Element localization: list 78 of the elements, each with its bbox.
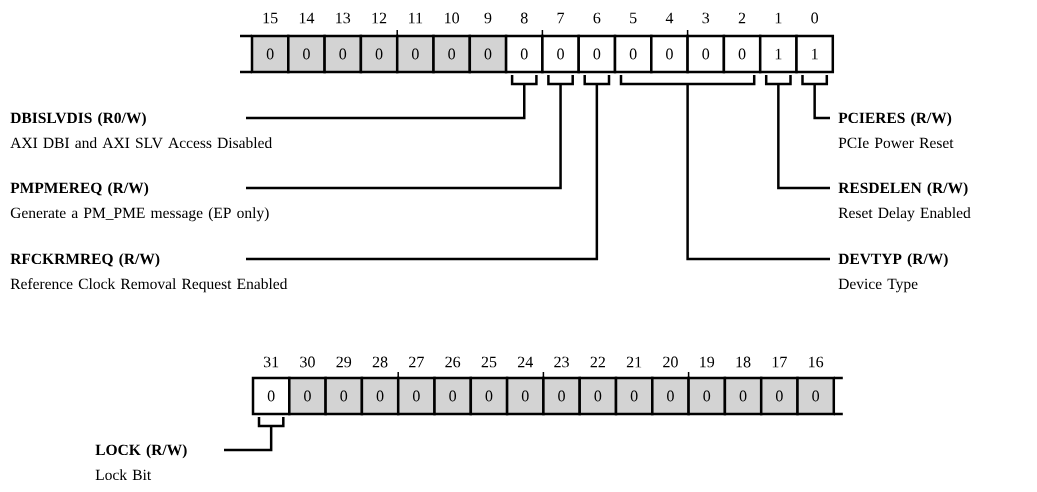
bit-number: 10 (445, 12, 460, 24)
bit-number: 22 (590, 356, 605, 368)
field-label: LOCK (R/W) Lock Bit (95, 444, 187, 481)
field-label: PMPMEREQ (R/W) Generate a PM_PME message (EP only) (10, 182, 269, 222)
leader-line (801, 73, 832, 120)
bit-cell: 0 (505, 376, 545, 416)
leader-line (244, 73, 574, 190)
bit-cell: 0 (796, 376, 836, 416)
bit-cell: 0 (433, 376, 473, 416)
leader-line (764, 73, 832, 190)
bit-number: 12 (372, 12, 387, 24)
bit-cell: 0 (687, 376, 727, 416)
bit-cell: 0 (395, 34, 435, 74)
bit-cell: 0 (613, 34, 653, 74)
bit-number: 25 (481, 356, 497, 368)
bit-cell: 0 (723, 376, 763, 416)
bit-cell: 0 (468, 34, 508, 74)
bit-cell: 0 (504, 34, 544, 74)
bit-number: 5 (630, 12, 637, 24)
bit-cell: 0 (614, 376, 654, 416)
bit-cell: 0 (577, 34, 617, 74)
bit-cell: 0 (541, 34, 580, 74)
bit-cell: 0 (432, 34, 472, 74)
bit-number: 19 (700, 356, 715, 368)
bit-cell: 0 (323, 34, 363, 74)
bit-cell: 0 (250, 34, 290, 74)
bit-number: 26 (445, 356, 461, 368)
bit-cell: 0 (542, 376, 581, 416)
bit-number: 18 (736, 356, 751, 368)
bit-number: 2 (738, 12, 746, 24)
bit-number: 9 (484, 12, 492, 24)
bit-number: 0 (811, 12, 819, 24)
field-label: DEVTYP (R/W) Device Type (838, 253, 948, 293)
bit-number: 1 (775, 12, 782, 24)
bit-number: 8 (520, 12, 528, 24)
bit-number: 14 (299, 12, 315, 24)
bit-number: 30 (300, 356, 315, 368)
bit-number: 16 (809, 356, 824, 368)
field-label: DBISLVDIS (R0/W) AXI DBI and AXI SLV Access Disabled (10, 112, 272, 149)
bit-number: 20 (663, 356, 678, 368)
bit-number: 27 (409, 356, 424, 368)
bit-cell: 0 (686, 34, 726, 74)
leader-line (619, 73, 832, 261)
bit-number: 7 (557, 12, 565, 24)
bit-cell: 1 (758, 34, 798, 74)
bit-number: 6 (593, 12, 601, 24)
bit-cell: 0 (759, 376, 799, 416)
bit-number: 31 (263, 356, 279, 368)
bit-cell: 0 (722, 34, 762, 74)
bit-number: 24 (517, 356, 533, 368)
bit-cell: 0 (396, 376, 436, 416)
bit-cell: 0 (324, 376, 364, 416)
bit-cell: 0 (359, 34, 399, 74)
bit-cell: 0 (469, 376, 509, 416)
leader-line (244, 73, 611, 261)
bit-number: 3 (702, 12, 710, 24)
bit-cell: 0 (287, 34, 326, 74)
bit-cell: 0 (288, 376, 327, 416)
leader-line (222, 415, 285, 452)
bit-cell: 0 (650, 34, 689, 74)
field-label: RFCKRMREQ (R/W) Reference Clock Removal Request Enabled (10, 253, 288, 293)
leader-line (244, 73, 538, 120)
bit-number: 21 (626, 356, 642, 368)
bit-cell: 0 (651, 376, 690, 416)
bit-number: 11 (409, 12, 423, 24)
bit-cell: 0 (360, 376, 400, 416)
bit-number: 4 (665, 12, 674, 24)
bit-cell: 1 (795, 34, 835, 74)
bit-cell: 0 (578, 376, 618, 416)
bit-number: 15 (263, 12, 278, 24)
bit-number: 13 (336, 12, 351, 24)
field-label: PCIERES (R/W) PCIe Power Reset (838, 112, 954, 149)
field-label: RESDELEN (R/W) Reset Delay Enabled (838, 182, 971, 222)
bit-number: 28 (372, 356, 388, 368)
bit-number: 23 (554, 356, 569, 368)
bit-number: 17 (772, 356, 787, 368)
bit-cell: 0 (251, 376, 291, 416)
bit-number: 29 (336, 356, 352, 368)
